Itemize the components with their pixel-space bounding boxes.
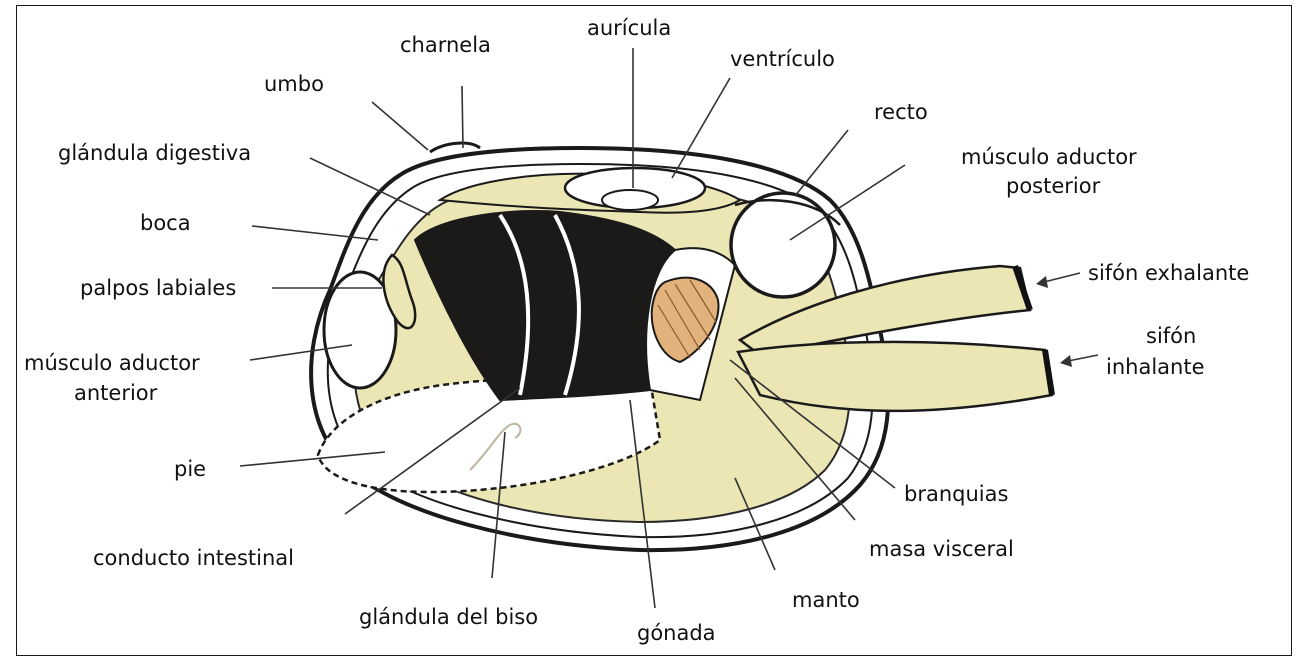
label-musculo-aductor-posterior-2: posterior	[1006, 174, 1101, 198]
arrowhead-inhalant	[1060, 355, 1072, 367]
label-sifon-inhalante-2: inhalante	[1106, 355, 1205, 379]
label-auricula: aurícula	[587, 16, 671, 40]
label-glandula-digestiva: glándula digestiva	[58, 141, 251, 165]
auricle	[602, 190, 658, 210]
label-glandula-del-biso: glándula del biso	[359, 605, 538, 629]
umbo-hinge	[430, 143, 480, 152]
label-manto: manto	[792, 588, 860, 612]
label-pie: pie	[174, 457, 206, 481]
label-masa-visceral: masa visceral	[869, 537, 1014, 561]
label-palpos-labiales: palpos labiales	[80, 276, 236, 300]
label-recto: recto	[874, 100, 928, 124]
label-musculo-aductor-anterior-2: anterior	[74, 381, 158, 405]
label-gonada: gónada	[637, 621, 716, 645]
label-ventriculo: ventrículo	[730, 47, 835, 71]
posterior-adductor-muscle	[731, 193, 835, 297]
arrowhead-exhalant	[1036, 276, 1048, 288]
label-boca: boca	[140, 211, 191, 235]
label-musculo-aductor-anterior-1: músculo aductor	[24, 351, 200, 375]
label-branquias: branquias	[904, 482, 1008, 506]
label-musculo-aductor-posterior-1: músculo aductor	[961, 145, 1137, 169]
label-sifon-exhalante: sifón exhalante	[1088, 261, 1249, 285]
inhalant-siphon	[738, 342, 1052, 411]
label-sifon-inhalante-1: sifón	[1146, 324, 1196, 348]
label-umbo: umbo	[264, 72, 324, 96]
label-charnela: charnela	[400, 33, 491, 57]
label-conducto-intestinal: conducto intestinal	[93, 546, 294, 570]
